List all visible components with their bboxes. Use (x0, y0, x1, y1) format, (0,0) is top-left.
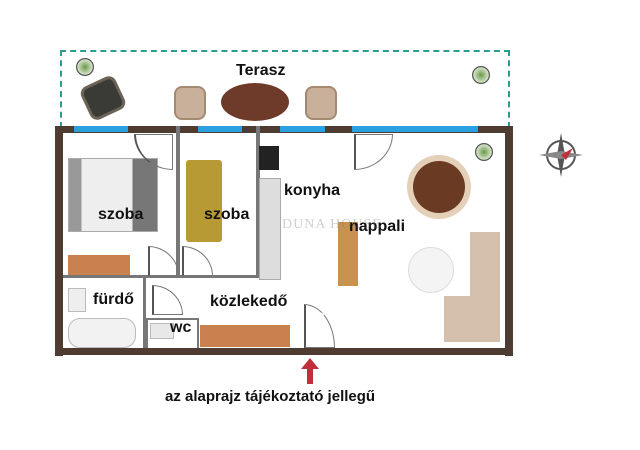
window (198, 126, 242, 132)
wall-bottom (55, 348, 513, 355)
window (280, 126, 325, 132)
rug-icon (408, 247, 454, 293)
bathroom-label: fürdő (93, 291, 134, 308)
wall (63, 275, 258, 278)
door (304, 304, 335, 348)
living-label: nappali (349, 218, 406, 235)
plant-icon (76, 58, 94, 76)
wall (176, 126, 180, 278)
sink-icon (68, 288, 86, 312)
wall (143, 278, 146, 348)
door (148, 246, 179, 276)
bed-icon (68, 158, 158, 232)
kitchen-counter (259, 178, 281, 280)
compass-icon (539, 133, 583, 177)
shelf (200, 325, 290, 347)
toilet-icon (150, 323, 174, 339)
kitchen-label: konyha (284, 182, 341, 199)
wall (256, 126, 260, 278)
toilet-label: wc (170, 319, 192, 336)
window (74, 126, 128, 132)
stove-icon (259, 146, 279, 170)
bedroom2-label: szoba (204, 206, 250, 223)
terrace-outline (60, 50, 510, 128)
caption: az alaprajz tájékoztató jellegű (165, 388, 376, 405)
door (152, 285, 183, 315)
wall-left (55, 126, 63, 356)
watermark: DUNA HOUSE (282, 217, 382, 232)
bathtub-icon (68, 318, 136, 348)
wc-box (146, 318, 199, 348)
dining-table-icon (413, 161, 465, 213)
corner-sofa-icon (444, 296, 474, 342)
chair-icon (305, 86, 337, 120)
table-icon (221, 83, 289, 121)
plant-icon (475, 143, 493, 161)
tv-unit (338, 222, 358, 286)
door (182, 246, 213, 276)
wall-right (505, 126, 513, 356)
corner-sofa-icon (470, 232, 500, 342)
terrace-label: Terasz (236, 62, 286, 79)
entrance-arrow-icon (301, 358, 319, 384)
shelf (68, 255, 130, 275)
hallway-label: közlekedő (210, 293, 288, 310)
chair-icon (174, 86, 206, 120)
plant-icon (472, 66, 490, 84)
bedroom1-label: szoba (98, 206, 144, 223)
door (354, 134, 393, 170)
window (352, 126, 478, 132)
sofa-icon (186, 160, 222, 242)
